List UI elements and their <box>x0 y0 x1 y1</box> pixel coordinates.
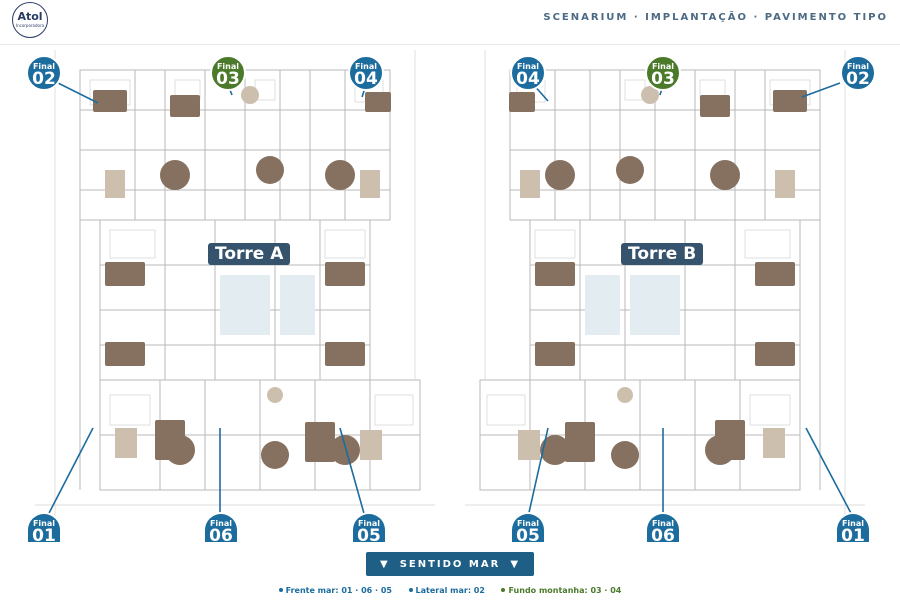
floor-plan <box>0 45 900 545</box>
logo-sub-text: Incorporadora <box>15 23 45 28</box>
breadcrumb: SCENARIUM · IMPLANTAÇÃO · PAVIMENTO TIPO <box>543 12 888 23</box>
header-divider <box>0 44 900 45</box>
atol-logo[interactable]: Atol Incorporadora <box>12 2 48 38</box>
tower-a-plan[interactable] <box>35 50 435 540</box>
sea-direction-label: SENTIDO MAR <box>399 558 501 570</box>
legend-item-front-sea: Frente mar: 01 · 06 · 05 <box>278 586 395 595</box>
legend-item-back-mountain: Fundo montanha: 03 · 04 <box>501 586 621 595</box>
orientation-legend: Frente mar: 01 · 06 · 05 Lateral mar: 02… <box>0 586 900 595</box>
tower-b-drawing <box>465 50 865 540</box>
triangle-down-icon: ▼ <box>510 558 521 570</box>
legend-dot-icon <box>278 588 283 592</box>
logo-main-text: Atol <box>17 10 43 23</box>
legend-dot-icon <box>501 588 506 592</box>
legend-text: Fundo montanha: 03 · 04 <box>508 586 622 595</box>
triangle-down-icon: ▼ <box>379 558 390 570</box>
header: Atol Incorporadora SCENARIUM · IMPLANTAÇ… <box>0 0 900 44</box>
legend-dot-icon <box>408 588 413 592</box>
tower-b-label: Torre B <box>621 243 704 265</box>
legend-item-side-sea: Lateral mar: 02 <box>408 586 488 595</box>
unit-pointer-lines <box>46 82 854 518</box>
tower-a-drawing <box>35 50 435 540</box>
tower-a-label: Torre A <box>208 243 291 265</box>
sea-direction-button[interactable]: ▼ SENTIDO MAR ▼ <box>366 552 534 576</box>
legend-text: Frente mar: 01 · 06 · 05 <box>285 586 392 595</box>
legend-text: Lateral mar: 02 <box>415 586 485 595</box>
tower-b-plan[interactable] <box>465 50 865 540</box>
